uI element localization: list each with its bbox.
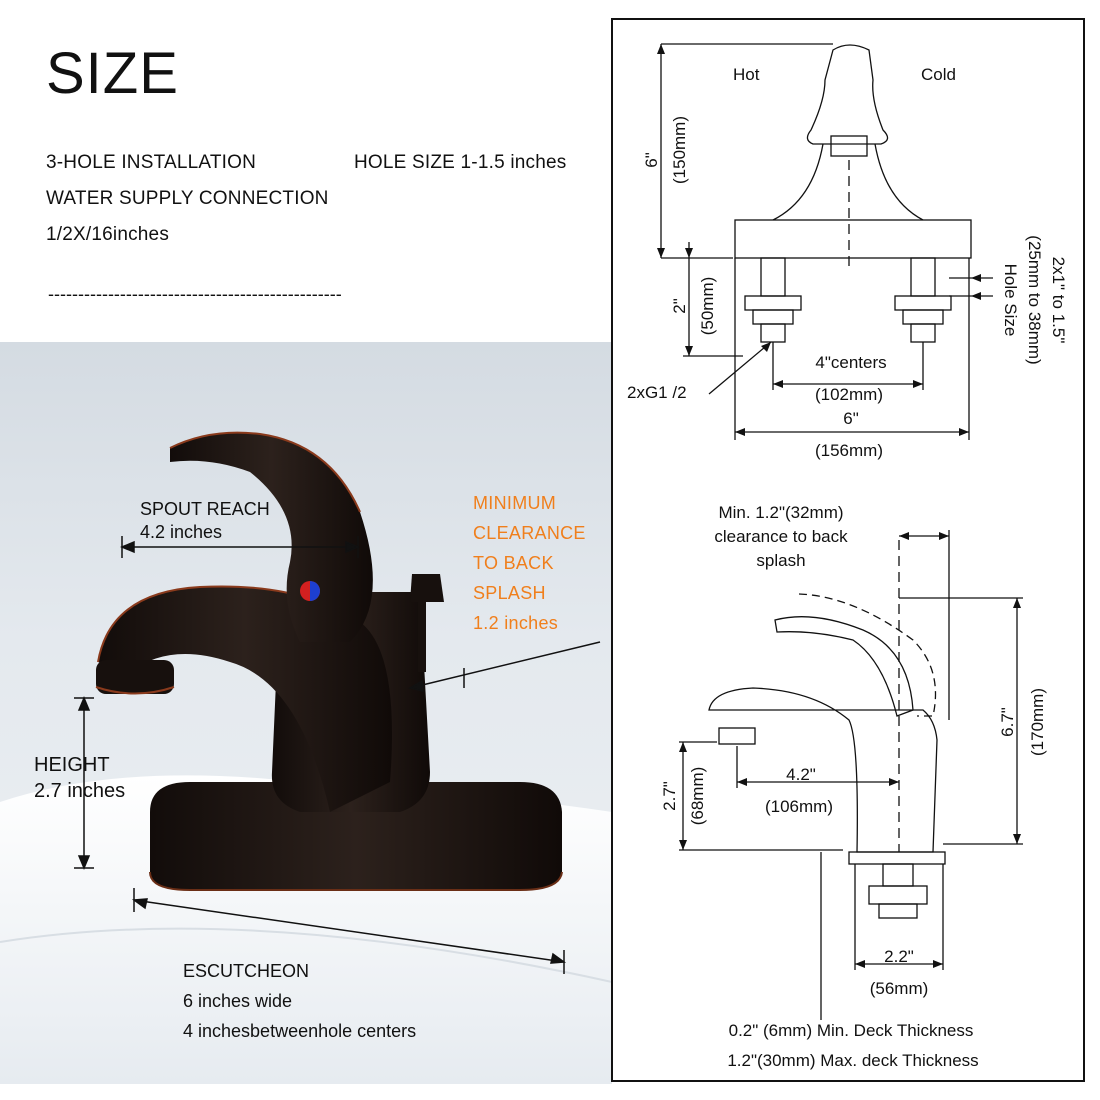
spout-reach-title: SPOUT REACH — [140, 499, 270, 519]
spec-installation: 3-HOLE INSTALLATION — [46, 152, 257, 173]
clearance-line-2: CLEARANCE — [473, 523, 586, 543]
clearance-line-1: MINIMUM — [473, 493, 557, 513]
max-deck-thickness: 1.2"(30mm) Max. deck Thickness — [727, 1051, 978, 1070]
connection-label: 2xG1 /2 — [627, 383, 687, 402]
width-in: 6" — [843, 409, 859, 428]
hole-size-in: 2x1" to 1.5" — [1049, 257, 1068, 344]
side-height-dimension — [899, 597, 1023, 845]
right-shank — [894, 257, 952, 343]
left-shank — [744, 257, 802, 343]
side-height-mm: (170mm) — [1028, 688, 1047, 756]
escutcheon-width: 6 inches wide — [183, 991, 293, 1011]
connection-leader — [708, 341, 772, 395]
dimension-drawing: Hot Cold 6" (150mm) 2" (50mm) 2x1" to 1.… — [627, 43, 1068, 1070]
clearance-dimension — [899, 530, 950, 720]
aerator — [96, 660, 174, 694]
height-value: 2.7 inches — [34, 780, 126, 802]
height-arrow — [74, 696, 94, 870]
clearance-line-3: TO BACK — [473, 553, 554, 573]
base-mm: (56mm) — [870, 979, 929, 998]
clearance-line-5: 1.2 inches — [473, 613, 559, 633]
spout-height-in: 2.7" — [660, 781, 679, 811]
base-in: 2.2" — [884, 947, 914, 966]
clearance-label: MINIMUM CLEARANCE TO BACK SPLASH 1.2 inc… — [473, 488, 586, 638]
faucet-spout — [98, 586, 392, 812]
hot-label: Hot — [733, 65, 760, 84]
cold-label: Cold — [921, 65, 956, 84]
width-mm: (156mm) — [815, 441, 883, 460]
spout-height-dimension — [679, 741, 843, 851]
technical-drawing: Hot Cold 6" (150mm) 2" (50mm) 2x1" to 1.… — [611, 18, 1085, 1082]
side-clearance-line-1: Min. 1.2"(32mm) — [718, 503, 843, 522]
centers-mm: (102mm) — [815, 385, 883, 404]
clearance-arrow — [407, 641, 601, 692]
spout-reach-arrow — [120, 536, 360, 558]
spout-reach-value: 4.2 inches — [140, 522, 223, 542]
spec-hole-size: HOLE SIZE 1-1.5 inches — [354, 152, 567, 173]
centers-in: 4"centers — [815, 353, 886, 372]
escutcheon-plate — [150, 782, 562, 890]
hole-size-dimension — [949, 277, 993, 297]
lift-rod — [418, 592, 426, 672]
front-height-dimension — [660, 43, 833, 259]
faucet-handle — [170, 432, 373, 642]
page-title: SIZE — [46, 41, 179, 106]
side-view-faucet — [708, 593, 946, 919]
product-photo: SPOUT REACH 4.2 inches MINIMUM CLEARANCE… — [0, 342, 612, 1084]
side-height-in: 6.7" — [998, 707, 1017, 737]
faucet-illustration — [0, 431, 612, 1084]
height-title: HEIGHT — [34, 754, 110, 776]
side-clearance-line-3: splash — [756, 551, 805, 570]
side-clearance-line-2: clearance to back — [714, 527, 848, 546]
width-dimension — [734, 258, 970, 440]
hole-size-mm: (25mm to 38mm) — [1025, 235, 1044, 364]
front-view-faucet — [734, 44, 972, 259]
shank-mm: (50mm) — [698, 277, 717, 336]
spec-connection-size: 1/2X/16inches — [46, 224, 170, 245]
shank-in: 2" — [670, 298, 689, 314]
front-height-mm: (150mm) — [670, 116, 689, 184]
front-height-in: 6" — [642, 152, 661, 168]
header-divider: ----------------------------------------… — [48, 284, 342, 304]
base-dimension — [820, 852, 944, 1020]
hole-size-label: Hole Size — [1001, 264, 1020, 337]
escutcheon-arrow — [131, 888, 567, 974]
reach-in: 4.2" — [786, 765, 816, 784]
escutcheon-title: ESCUTCHEON — [183, 961, 310, 981]
escutcheon-centers: 4 inchesbetweenhole centers — [183, 1021, 417, 1041]
clearance-line-4: SPLASH — [473, 583, 546, 603]
spout-height-mm: (68mm) — [688, 767, 707, 826]
min-deck-thickness: 0.2" (6mm) Min. Deck Thickness — [729, 1021, 974, 1040]
reach-mm: (106mm) — [765, 797, 833, 816]
cold-marker — [310, 581, 320, 601]
spec-water-supply: WATER SUPPLY CONNECTION — [46, 188, 329, 209]
reach-dimension — [736, 746, 899, 788]
centers-dimension — [772, 342, 924, 390]
